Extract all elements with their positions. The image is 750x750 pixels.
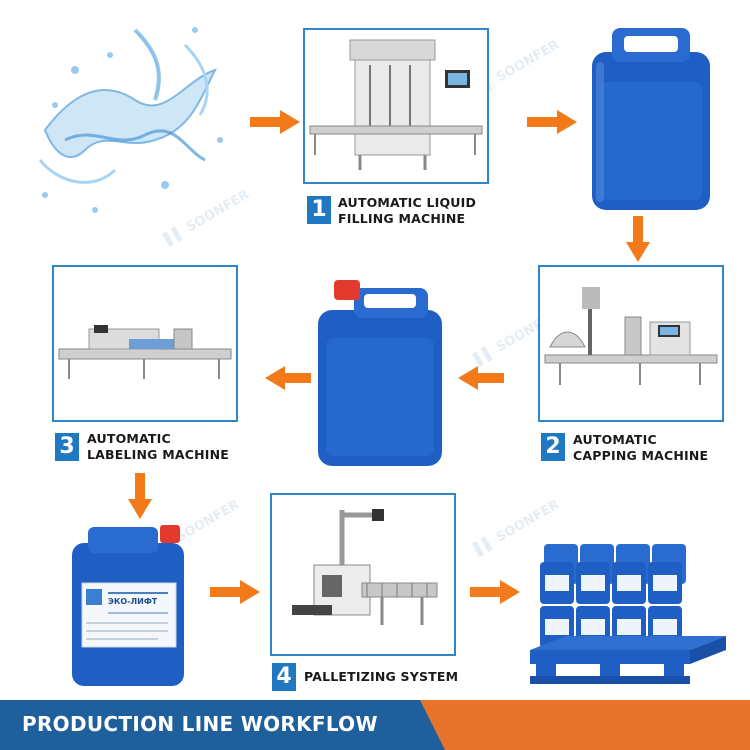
step-3-line2: LABELING MACHINE	[87, 447, 229, 462]
capping-machine-image	[544, 287, 718, 385]
palletizing-system-image	[292, 509, 438, 625]
step-label-palletizing: PALLETIZING SYSTEM	[304, 669, 458, 685]
step-label-labeling: AUTOMATIC LABELING MACHINE	[87, 431, 229, 463]
pallet-with-jerrycans-image	[530, 544, 726, 684]
step-4-line1: PALLETIZING SYSTEM	[304, 669, 459, 684]
step-3-line1: AUTOMATIC	[87, 431, 171, 446]
flow-arrow-right	[210, 580, 260, 604]
flow-arrow-left	[265, 366, 311, 390]
jerrycan-capped-image	[318, 280, 442, 466]
flow-arrow-left	[458, 366, 504, 390]
flow-arrow-down	[626, 216, 650, 262]
flow-arrow-right	[527, 110, 577, 134]
footer-title-banner	[0, 700, 445, 750]
filling-machine-frame	[303, 28, 489, 184]
palletizing-system-frame	[270, 493, 456, 656]
step-number-4: 4	[272, 663, 296, 691]
flow-arrow-right	[470, 580, 520, 604]
step-number-3: 3	[55, 433, 79, 461]
product-label-brand: ЭКО-ЛИФТ	[108, 597, 158, 606]
step-number-1: 1	[307, 196, 331, 224]
labeling-machine-image	[58, 325, 232, 379]
step-2-line2: CAPPING MACHINE	[573, 448, 709, 463]
capping-machine-frame	[538, 265, 724, 422]
water-splash-image	[38, 27, 223, 213]
flow-arrow-down	[128, 473, 152, 519]
step-1-line2: FILLING MACHINE	[338, 211, 466, 226]
step-number-2: 2	[541, 433, 565, 461]
step-label-filling: AUTOMATIC LIQUID FILLING MACHINE	[338, 195, 476, 227]
step-2-line1: AUTOMATIC	[573, 432, 657, 447]
step-1-line1: AUTOMATIC LIQUID	[338, 195, 477, 210]
jerrycan-uncapped-image	[592, 28, 710, 210]
footer-title: PRODUCTION LINE WORKFLOW	[22, 712, 378, 736]
filling-machine-image	[309, 39, 483, 170]
labeling-machine-frame	[52, 265, 238, 422]
flow-arrow-right	[250, 110, 300, 134]
step-label-capping: AUTOMATIC CAPPING MACHINE	[573, 432, 708, 464]
jerrycan-labeled-image	[72, 525, 184, 686]
